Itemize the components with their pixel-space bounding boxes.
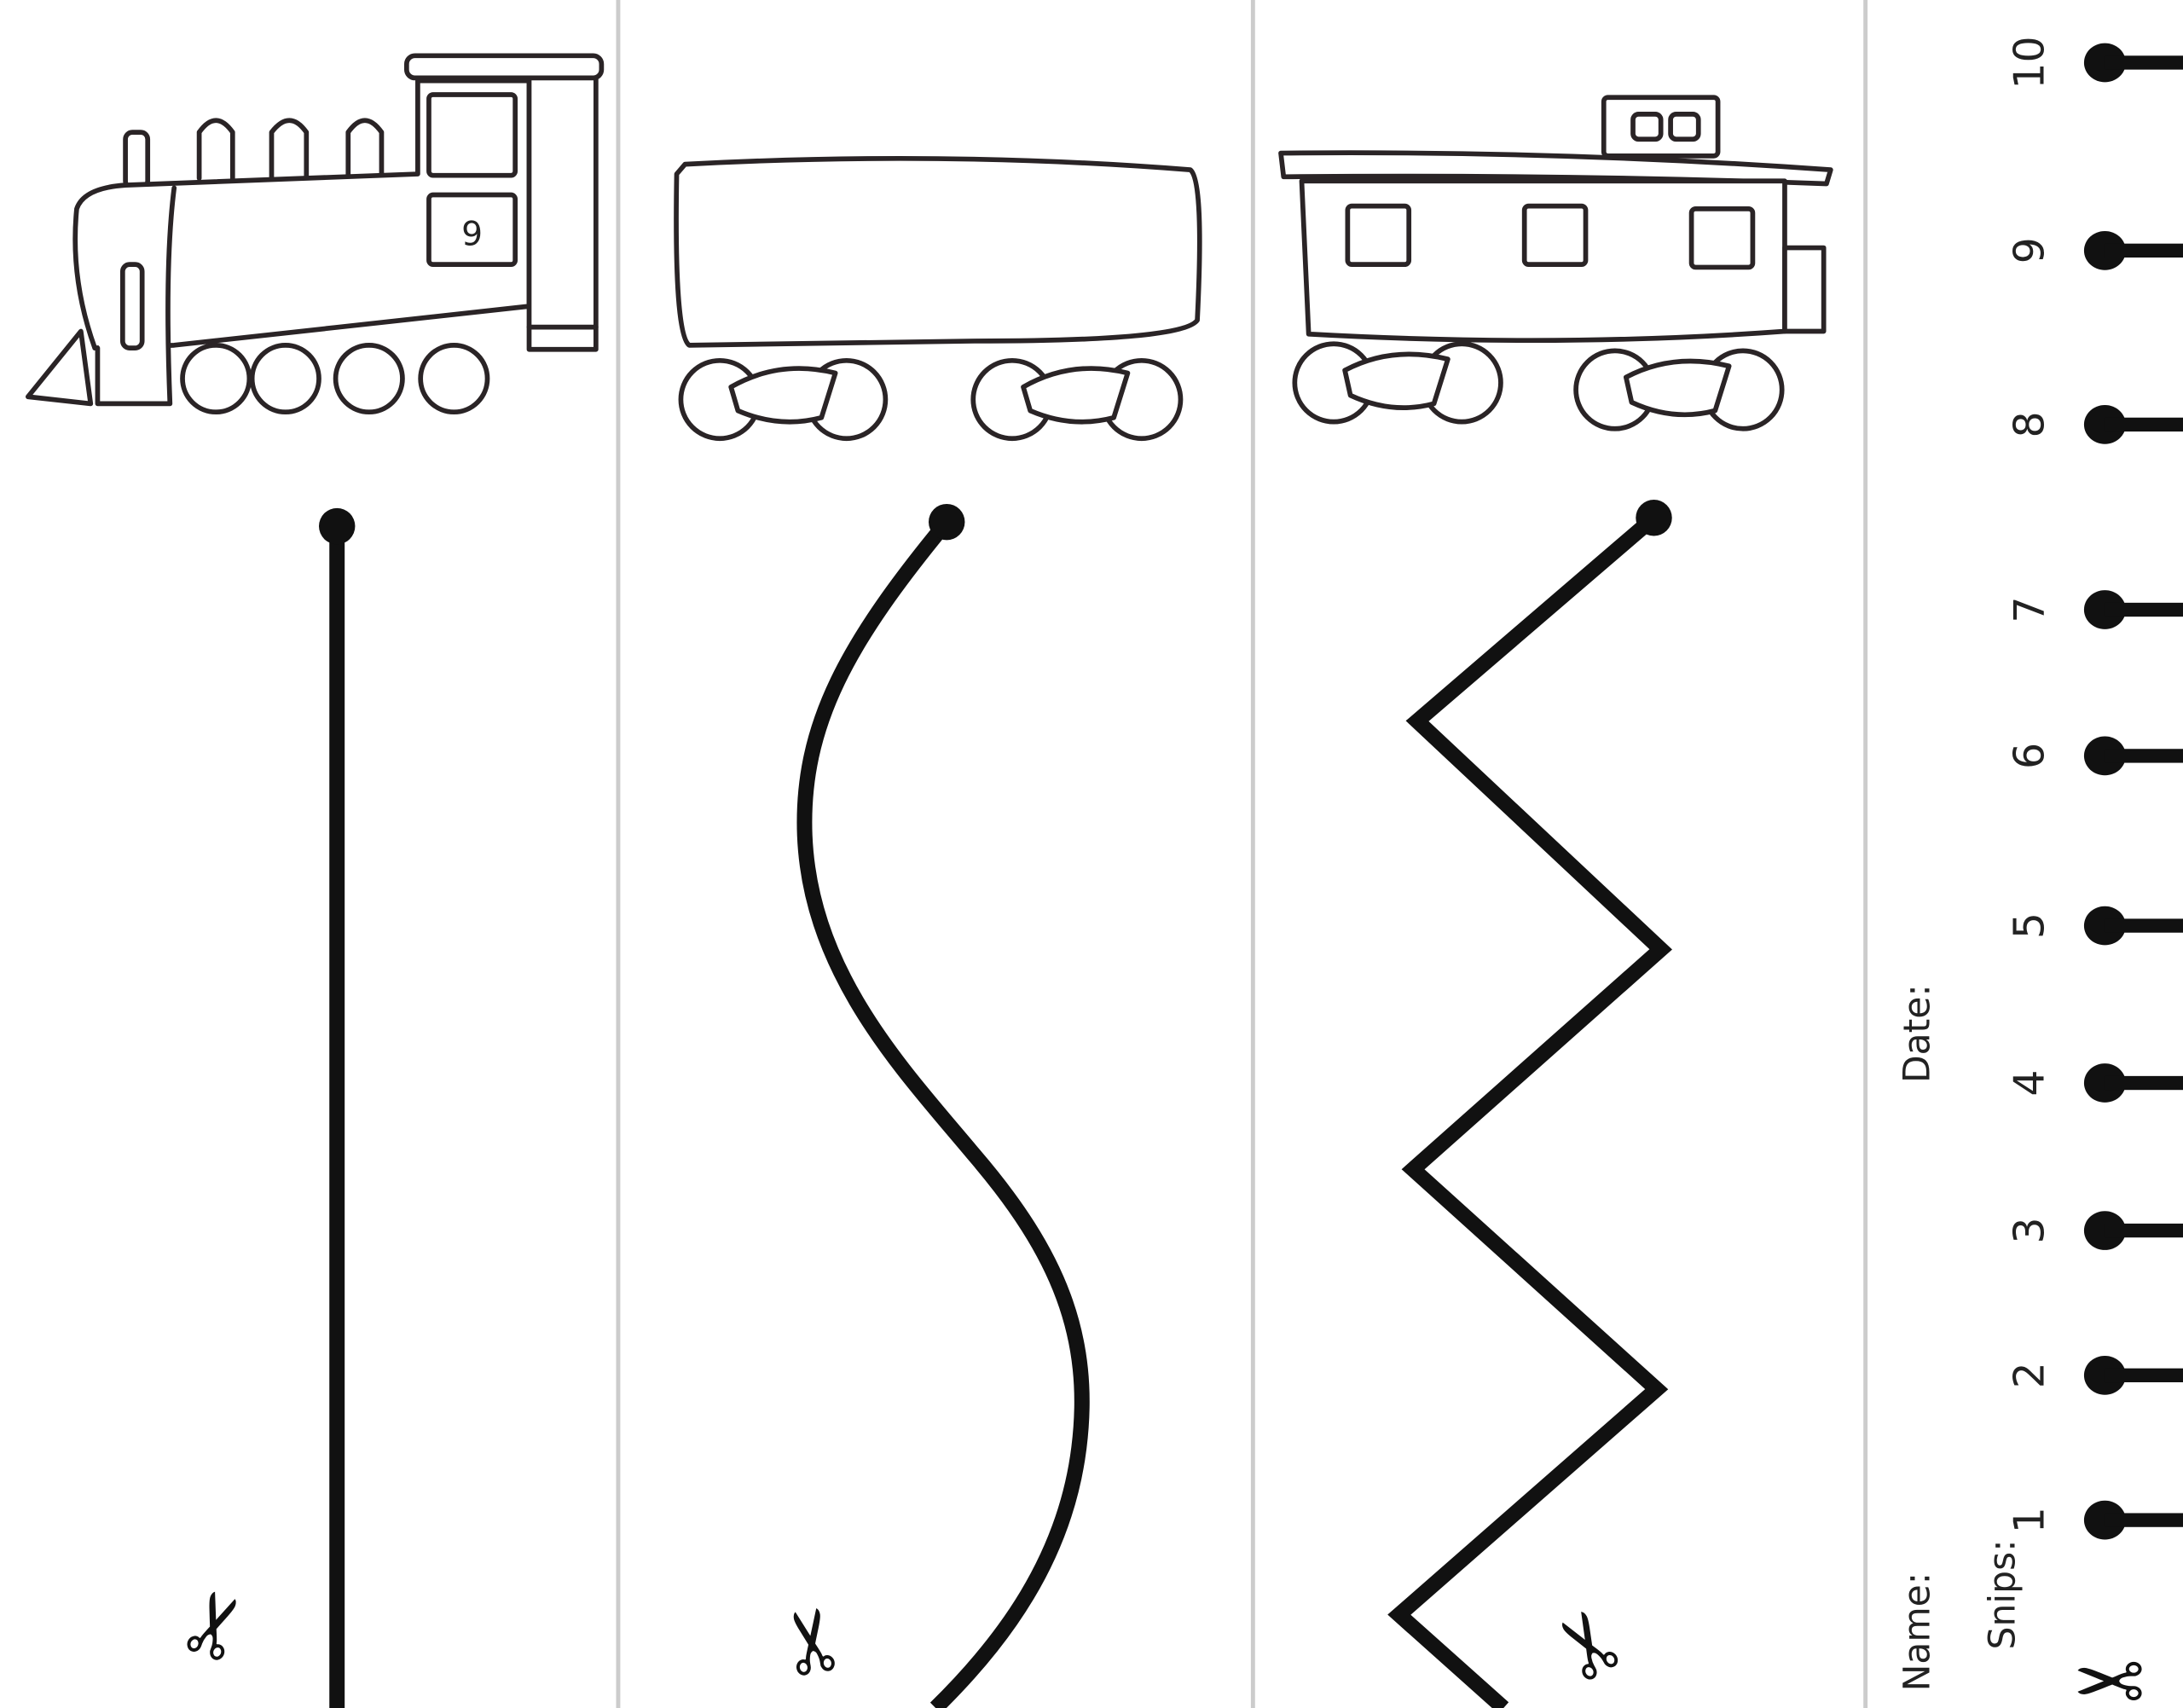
snip-line [2105, 243, 2183, 258]
snip-line [2105, 417, 2183, 432]
snip-line [2105, 749, 2183, 763]
zigzag-cutting-line [1387, 512, 1672, 1708]
snip-line [2105, 1075, 2183, 1091]
snip-line [2105, 602, 2183, 617]
snip-line [2105, 918, 2183, 933]
panel-dividers [616, 0, 1868, 1708]
snip-number: 1 [2006, 1507, 2054, 1533]
scissors-icon: ✂ [757, 1596, 869, 1685]
date-label[interactable]: Date: [1897, 984, 1939, 1083]
snip-number: 8 [2006, 411, 2054, 437]
scissors-icon: ✂ [156, 1574, 275, 1676]
snip-tracker: 1 2 3 4 5 6 7 8 9 10 [2006, 36, 2183, 1540]
curved-cutting-line [796, 517, 1090, 1708]
scissors-icon: ✂ [1527, 1587, 1651, 1699]
scissors-icon: ✂ [2073, 1629, 2145, 1708]
snip-number: 4 [2006, 1069, 2054, 1096]
snip-line [2105, 1223, 2183, 1238]
snip-line [2105, 55, 2183, 70]
snips-label: Snips: [1982, 1539, 2024, 1649]
snip-number: 10 [2006, 36, 2054, 89]
start-dot [1636, 500, 1672, 536]
snip-number: 5 [2006, 912, 2054, 939]
snip-line [2105, 1513, 2183, 1527]
locomotive-drawing [25, 53, 605, 415]
snip-number: 9 [2006, 237, 2054, 263]
snip-number: 2 [2006, 1362, 2054, 1388]
start-dot [929, 503, 965, 541]
engine-number: 9 [461, 215, 483, 253]
snip-line [2105, 1368, 2183, 1383]
freight-car-drawing [674, 155, 1202, 442]
snip-number: 3 [2006, 1217, 2054, 1243]
snip-number: 6 [2006, 743, 2054, 769]
name-label[interactable]: Name: [1897, 1572, 1939, 1692]
caboose-drawing [1278, 95, 1833, 431]
start-dot [318, 507, 356, 545]
snip-number: 7 [2006, 596, 2054, 622]
